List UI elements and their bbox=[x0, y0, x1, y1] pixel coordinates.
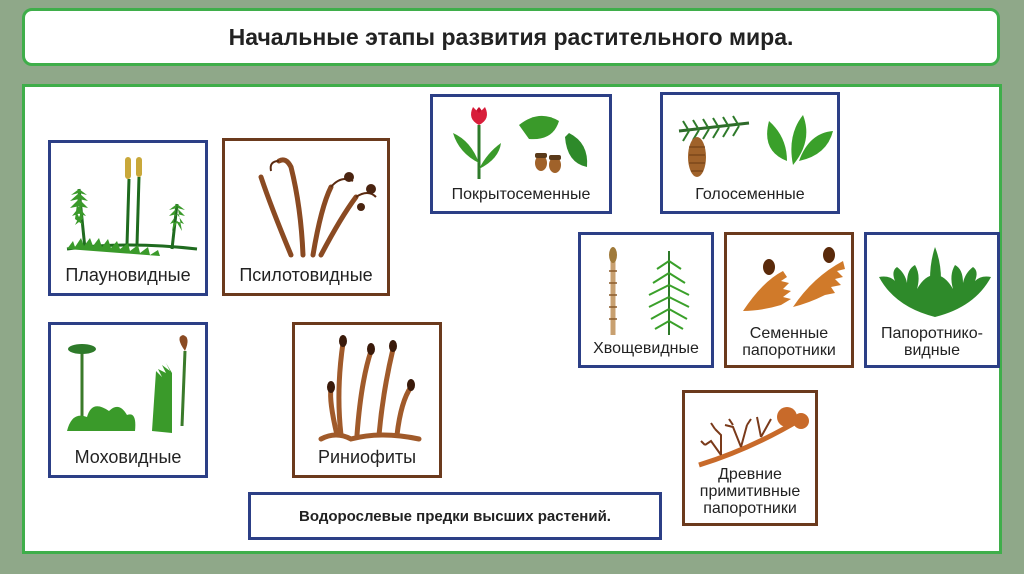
card-semennye-paporotniki: Семенные папоротники bbox=[724, 232, 854, 368]
card-khvoshchevidnye: Хвощевидные bbox=[578, 232, 714, 368]
card-drevnie-paporotniki: Древние примитивные папоротники bbox=[682, 390, 818, 526]
rhynia-illustration bbox=[301, 331, 439, 443]
ancestor-label: Водорослевые предки высших растений. bbox=[299, 508, 611, 525]
label-mokhovidnye: Моховидные bbox=[51, 448, 205, 467]
label-semennye-line2: папоротники bbox=[727, 342, 851, 359]
psilotum-illustration bbox=[231, 147, 387, 259]
label-drevnie-paporotniki: Древние примитивные папоротники bbox=[685, 466, 815, 517]
angiosperm-illustration bbox=[439, 103, 609, 183]
label-drevnie-line2: примитивные bbox=[685, 483, 815, 500]
label-paporotnikovidnye-line2: видные bbox=[867, 342, 997, 359]
card-plaunovidnye: Плауновидные bbox=[48, 140, 208, 296]
card-riniofity: Риниофиты bbox=[292, 322, 442, 478]
label-riniofity: Риниофиты bbox=[295, 448, 439, 467]
ancient-fern-illustration bbox=[691, 399, 815, 471]
label-paporotnikovidnye-line1: Папоротнико- bbox=[867, 325, 997, 342]
clubmoss-illustration bbox=[57, 149, 205, 259]
label-semennye-line1: Семенные bbox=[727, 325, 851, 342]
label-golosemennye: Голосеменные bbox=[663, 186, 837, 203]
label-plaunovidnye: Плауновидные bbox=[51, 266, 205, 285]
ancestor-box: Водорослевые предки высших растений. bbox=[248, 492, 662, 540]
card-psilotovidnye: Псилотовидные bbox=[222, 138, 390, 296]
card-paporotnikovidnye: Папоротнико- видные bbox=[864, 232, 1000, 368]
label-semennye-paporotniki: Семенные папоротники bbox=[727, 325, 851, 359]
card-pokrytosemennye: Покрытосеменные bbox=[430, 94, 612, 214]
label-drevnie-line3: папоротники bbox=[685, 500, 815, 517]
moss-illustration bbox=[57, 331, 205, 443]
label-psilotovidnye: Псилотовидные bbox=[225, 266, 387, 285]
label-paporotnikovidnye: Папоротнико- видные bbox=[867, 325, 997, 359]
card-mokhovidnye: Моховидные bbox=[48, 322, 208, 478]
label-drevnie-line1: Древние bbox=[685, 466, 815, 483]
card-golosemennye: Голосеменные bbox=[660, 92, 840, 214]
seed-fern-illustration bbox=[733, 241, 851, 319]
label-pokrytosemennye: Покрытосеменные bbox=[433, 186, 609, 203]
horsetail-illustration bbox=[587, 241, 711, 337]
label-khvoshchevidnye: Хвощевидные bbox=[581, 340, 711, 357]
gymnosperm-illustration bbox=[669, 101, 837, 185]
fern-illustration bbox=[873, 241, 997, 319]
